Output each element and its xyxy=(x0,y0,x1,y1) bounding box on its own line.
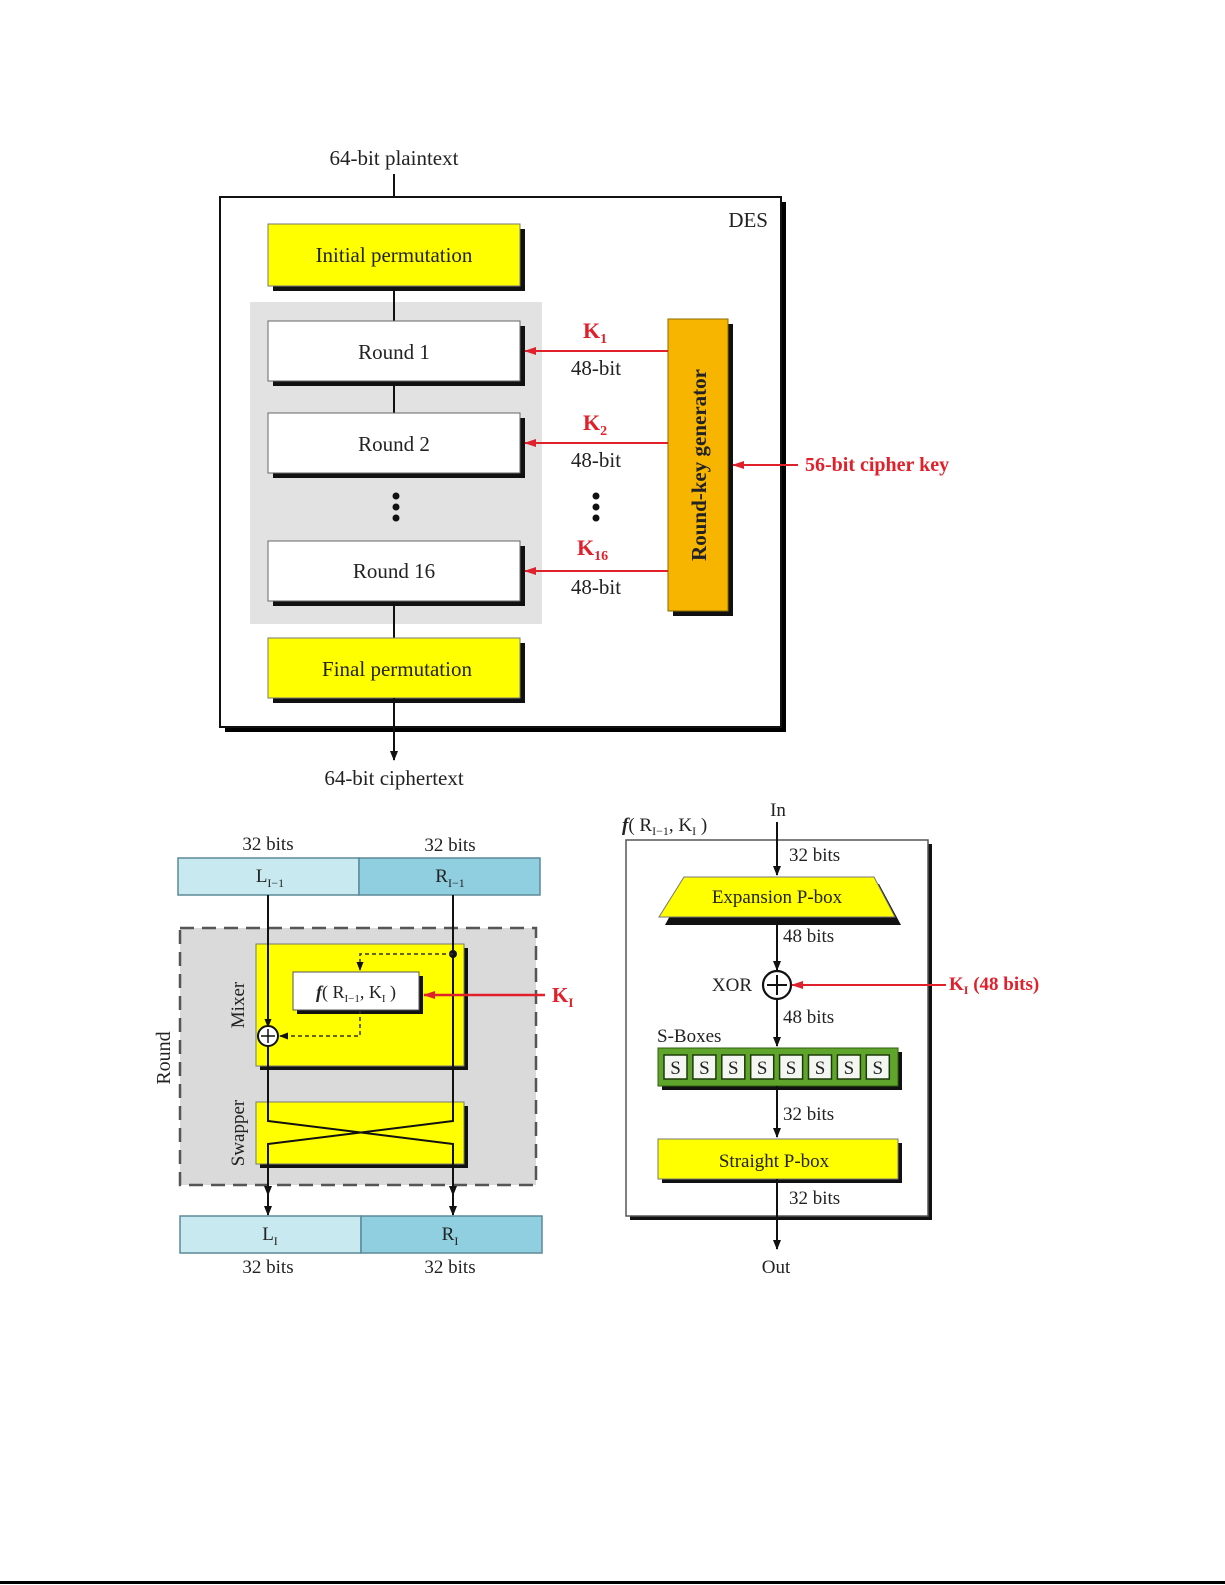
k2-label: K2 xyxy=(583,410,607,439)
r-out-box xyxy=(360,1215,543,1254)
sbox-label: S xyxy=(728,1058,739,1079)
k1-bits: 48-bit xyxy=(571,356,621,380)
sboxes-label: S-Boxes xyxy=(657,1026,721,1047)
sbox-label: S xyxy=(670,1058,681,1079)
initial-permutation-label: Initial permutation xyxy=(316,243,473,267)
round-1-label: Round 1 xyxy=(358,340,430,364)
mixer-label: Mixer xyxy=(228,981,249,1028)
bottom-left-bits: 32 bits xyxy=(242,1257,293,1278)
bottom-right-bits: 32 bits xyxy=(424,1257,475,1278)
sbox-cell xyxy=(663,1054,688,1080)
ciphertext-label: 64-bit ciphertext xyxy=(324,766,464,790)
top-right-bits: 32 bits xyxy=(424,835,475,856)
f-diagram-title: f( RI−1, KI ) xyxy=(622,815,707,838)
straight-label: Straight P-box xyxy=(719,1151,830,1172)
r-out-label: RI xyxy=(442,1224,459,1248)
plaintext-label: 64-bit plaintext xyxy=(330,146,459,170)
sbox-cell xyxy=(836,1054,862,1080)
r-in-label: RI−1 xyxy=(435,866,464,890)
r-in-box xyxy=(358,857,541,896)
final-permutation-box xyxy=(267,637,521,699)
des-overview: 64-bit plaintext DES Initial permutation… xyxy=(219,146,949,790)
bits-after-sbox: 32 bits xyxy=(783,1104,834,1125)
sbox-label: S xyxy=(815,1058,826,1079)
sbox-cell xyxy=(721,1054,746,1080)
f-function-diagram: f( RI−1, KI ) In 32 bits Expansion P-box… xyxy=(622,800,1039,1278)
keys-ellipsis xyxy=(592,492,600,522)
swapper-label: Swapper xyxy=(228,1099,249,1166)
k2-bits: 48-bit xyxy=(571,448,621,472)
initial-permutation-box xyxy=(267,223,521,287)
round-diagram: 32 bits 32 bits LI−1 RI−1 Round Mixer Sw… xyxy=(153,834,573,1278)
round-key-label: KI xyxy=(552,983,573,1010)
sbox-label: S xyxy=(873,1058,884,1079)
sbox-cell xyxy=(865,1054,891,1080)
straight-p-box xyxy=(657,1138,899,1180)
sbox-cell xyxy=(692,1054,717,1080)
k16-bits: 48-bit xyxy=(571,575,621,599)
expansion-p-box xyxy=(658,876,896,918)
round-2-box xyxy=(267,412,521,474)
round-16-label: Round 16 xyxy=(353,559,435,583)
l-out-label: LI xyxy=(262,1224,278,1248)
cipher-key-label: 56-bit cipher key xyxy=(805,454,949,476)
sbox-label: S xyxy=(786,1058,797,1079)
k1-label: K1 xyxy=(583,318,607,347)
sbox-cell xyxy=(778,1054,804,1080)
des-title: DES xyxy=(728,208,768,232)
bits-after-expansion: 48 bits xyxy=(783,926,834,947)
f-function-label: f( RI−1, KI ) xyxy=(316,982,396,1005)
f-function-box xyxy=(292,971,420,1011)
page-bottom-rule xyxy=(0,1581,1225,1584)
expansion-label: Expansion P-box xyxy=(712,887,843,908)
final-permutation-label: Final permutation xyxy=(322,657,472,681)
in-label: In xyxy=(770,800,786,821)
l-in-label: LI−1 xyxy=(256,866,284,890)
f-key-label: KI (48 bits) xyxy=(949,974,1039,997)
round-16-box xyxy=(267,540,521,602)
rounds-ellipsis xyxy=(392,492,400,522)
k16-label: K16 xyxy=(577,535,608,564)
bits-after-xor: 48 bits xyxy=(783,1007,834,1028)
l-in-box xyxy=(177,857,360,896)
xor-label: XOR xyxy=(712,975,752,996)
sbox-label: S xyxy=(757,1058,768,1079)
round-1-box xyxy=(267,320,521,382)
round-key-generator-box xyxy=(667,318,729,612)
sbox-label: S xyxy=(844,1058,855,1079)
out-label: Out xyxy=(762,1257,791,1278)
bits-out: 32 bits xyxy=(789,1188,840,1209)
round-2-label: Round 2 xyxy=(358,432,430,456)
sbox-label: S xyxy=(699,1058,710,1079)
sbox-cell xyxy=(749,1054,775,1080)
top-left-bits: 32 bits xyxy=(242,834,293,855)
round-label: Round xyxy=(153,1031,175,1084)
sbox-cell xyxy=(807,1054,833,1080)
round-key-generator-label: Round-key generator xyxy=(687,369,711,561)
bits-in: 32 bits xyxy=(789,845,840,866)
